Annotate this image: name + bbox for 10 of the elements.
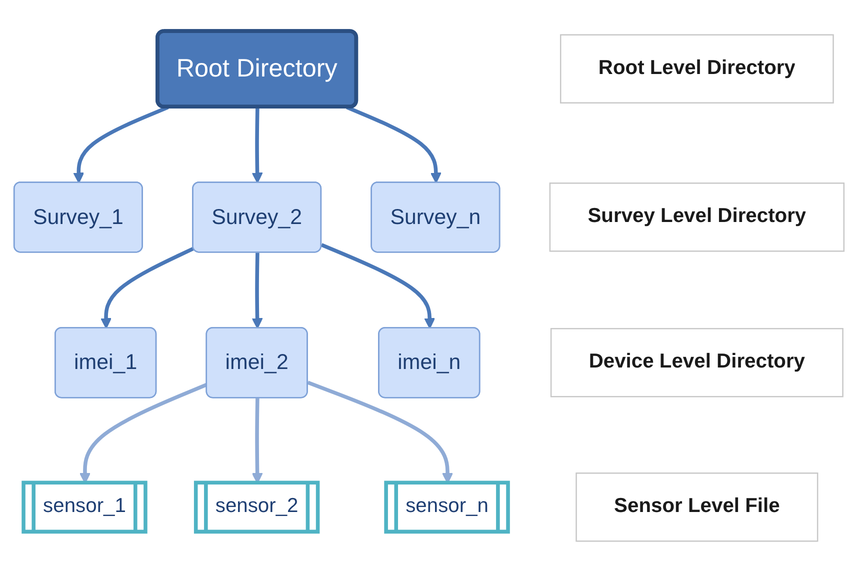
node-box: Survey Level Directory bbox=[549, 182, 845, 252]
node-box: Root Level Directory bbox=[560, 34, 834, 104]
arrow bbox=[252, 108, 263, 184]
arrow bbox=[73, 106, 169, 184]
arrow bbox=[252, 253, 263, 330]
arrow bbox=[320, 244, 436, 330]
arrow bbox=[346, 106, 442, 184]
node-box: Sensor Level File bbox=[576, 472, 818, 542]
node-box: Device Level Directory bbox=[550, 328, 844, 398]
arrow bbox=[100, 247, 194, 330]
